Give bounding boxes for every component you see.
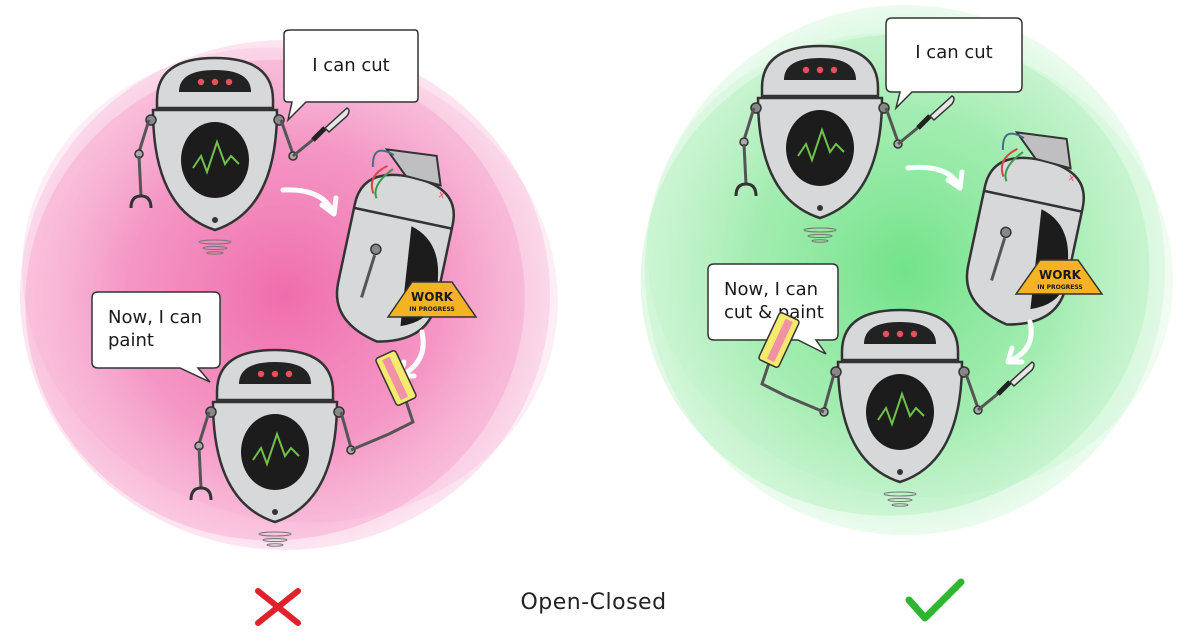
bubble-bottom-line-1: Now, I can	[108, 307, 202, 328]
work-in-progress-sign: WORK IN PROGRESS	[386, 281, 478, 318]
left-panel: I can cut WORK IN PROGRESS Now, I can pa…	[20, 29, 558, 626]
sign-subtitle: IN PROGRESS	[409, 306, 454, 313]
right-panel: I can cut WORK IN PROGRESS Now, I can cu…	[640, 5, 1174, 622]
sign-subtitle: IN PROGRESS	[1037, 284, 1082, 291]
arrow-icon	[905, 164, 961, 187]
bubble-bottom-line-2: cut & paint	[724, 302, 824, 323]
arrow-icon	[401, 329, 426, 377]
bubble-bottom-line-1: Now, I can	[724, 279, 818, 300]
speech-bubble-top: I can cut	[885, 17, 1023, 111]
correct-check-icon	[905, 578, 965, 622]
arrow-icon	[1009, 319, 1034, 363]
diagram-caption: Open-Closed	[520, 590, 667, 615]
bubble-top-line-1: I can cut	[312, 55, 389, 76]
speech-bubble-bottom: Now, I can paint	[91, 291, 221, 383]
bubble-top-line-1: I can cut	[915, 42, 992, 63]
speech-bubble-bottom: Now, I can cut & paint	[707, 263, 839, 355]
arrow-icon	[280, 187, 335, 213]
sign-title: WORK	[1039, 268, 1082, 282]
speech-bubble-top: I can cut	[283, 29, 419, 123]
bubble-bottom-line-2: paint	[108, 330, 154, 351]
incorrect-cross-icon	[255, 588, 301, 626]
work-in-progress-sign: WORK IN PROGRESS	[1014, 259, 1104, 295]
sign-title: WORK	[411, 290, 454, 304]
